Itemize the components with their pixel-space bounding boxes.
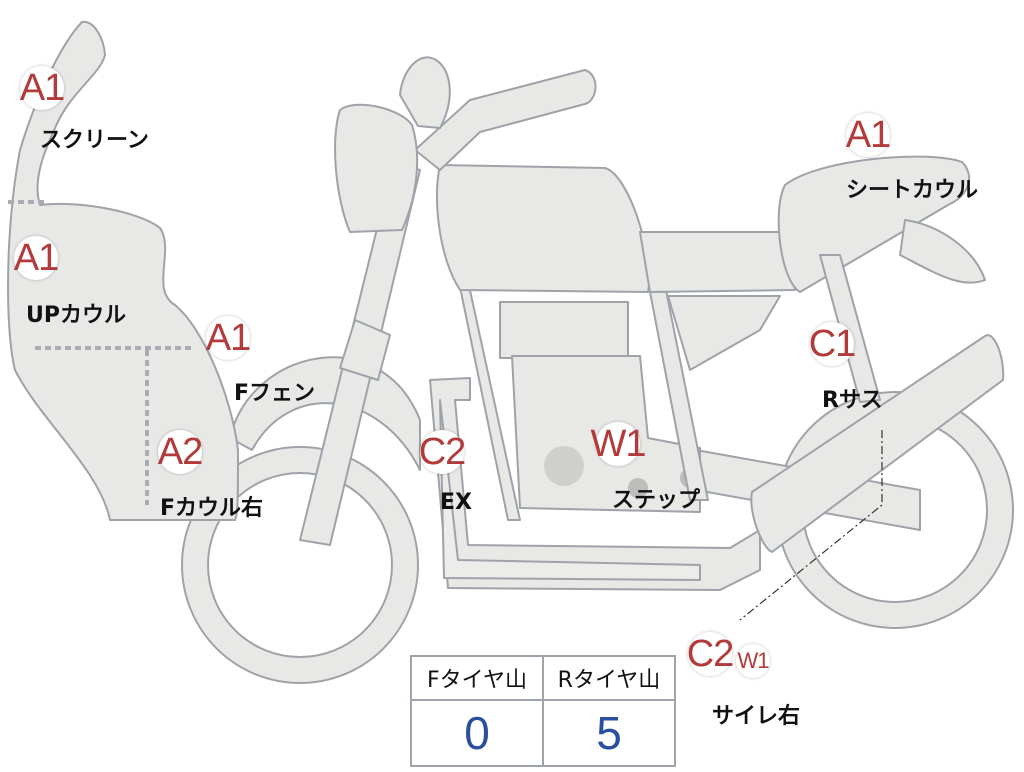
rear-tire-value: 5: [542, 699, 676, 767]
part-label-ex: EX: [440, 490, 472, 515]
silencer-leader: [739, 430, 883, 621]
grade-badge-f-fender: A1: [205, 316, 251, 360]
part-label-silencer-right: サイレ右: [712, 704, 801, 729]
grade-badge-up-cowl: A1: [13, 236, 59, 280]
step-peg-1: [628, 478, 648, 498]
engine-cover: [544, 446, 584, 486]
grade-badge-ex: C2: [418, 430, 466, 474]
silencer: [750, 334, 1005, 553]
fork-guard: [339, 319, 391, 381]
meter: [334, 103, 419, 233]
part-label-f-cowl-right: Fカウル右: [160, 496, 264, 521]
part-label-r-sus: Rサス: [822, 388, 883, 413]
part-label-seat-cowl: シートカウル: [846, 178, 979, 203]
rear-tire-header: Rタイヤ山: [542, 655, 676, 701]
side-cover: [639, 231, 796, 293]
front-tire-value: 0: [410, 699, 544, 767]
part-label-step: ステップ: [612, 488, 701, 513]
side-panel: [667, 295, 781, 371]
grade-badge-step: W1: [590, 422, 647, 466]
cowl-dividers: [8, 200, 192, 505]
exhaust-pipe-2: [439, 399, 701, 581]
engine-top: [499, 301, 629, 359]
part-label-f-fender: Fフェン: [234, 381, 316, 406]
fuel-tank: [435, 164, 651, 293]
tire-tread-table: Fタイヤ山 Rタイヤ山 0 5: [410, 655, 676, 767]
grade-badge-seat-cowl: A1: [845, 113, 891, 157]
grade-badge-silencer-right: C2: [686, 632, 734, 676]
tail-cowl: [899, 219, 986, 284]
part-label-screen: スクリーン: [40, 128, 149, 153]
headlight: [399, 56, 451, 129]
handlebar: [414, 69, 597, 171]
grade-badge-silencer-right-2: W1: [736, 644, 770, 678]
front-cowl: [7, 20, 239, 521]
grade-badge-f-cowl-right: A2: [157, 430, 203, 474]
front-tire-header: Fタイヤ山: [410, 655, 544, 701]
front-fender: [229, 356, 421, 471]
part-label-up-cowl: UPカウル: [26, 303, 126, 328]
leader-line: [739, 430, 883, 621]
grade-badge-r-sus: C1: [808, 322, 856, 366]
front-wheel-inner: [207, 472, 393, 658]
grade-badge-screen: A1: [19, 66, 65, 110]
